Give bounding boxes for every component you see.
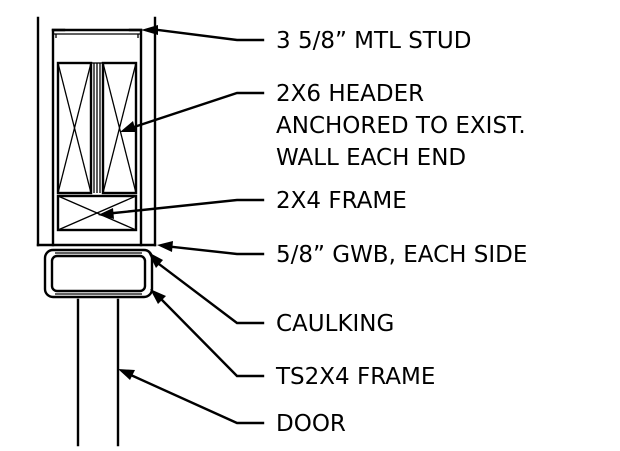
label-door: DOOR [276, 411, 346, 437]
tube-steel-frame [43, 248, 154, 299]
leader-lines [98, 25, 265, 425]
arrow-header [120, 121, 136, 132]
leader-door [131, 374, 265, 425]
arrow-door [118, 369, 135, 380]
label-ts2x4-frame: TS2X4 FRAME [275, 364, 435, 390]
label-2x4-frame: 2X4 FRAME [276, 188, 407, 214]
frame-2x4 [56, 194, 138, 232]
door-leaf [76, 298, 120, 447]
arrow-gwb [157, 241, 173, 252]
header-2x6 [56, 61, 138, 195]
arrow-caulk [148, 252, 163, 268]
leader-frame [112, 198, 265, 215]
arrow-stud [141, 25, 158, 35]
arrow-frame [98, 208, 114, 219]
leader-gwb [171, 245, 265, 256]
leader-stud [156, 28, 265, 42]
leader-caulk [157, 262, 265, 325]
label-header-line3: WALL EACH END [276, 145, 466, 171]
label-metal-stud: 3 5/8” MTL STUD [276, 28, 471, 54]
leader-header [132, 91, 265, 129]
label-gwb: 5/8” GWB, EACH SIDE [276, 242, 527, 268]
label-caulking: CAULKING [276, 311, 394, 337]
label-header-line1: 2X6 HEADER [276, 81, 424, 107]
arrow-ts [150, 289, 166, 304]
leader-ts [160, 298, 265, 378]
label-header-line2: ANCHORED TO EXIST. [276, 113, 526, 139]
callout-labels: 3 5/8” MTL STUD 2X6 HEADER ANCHORED TO E… [275, 28, 527, 437]
